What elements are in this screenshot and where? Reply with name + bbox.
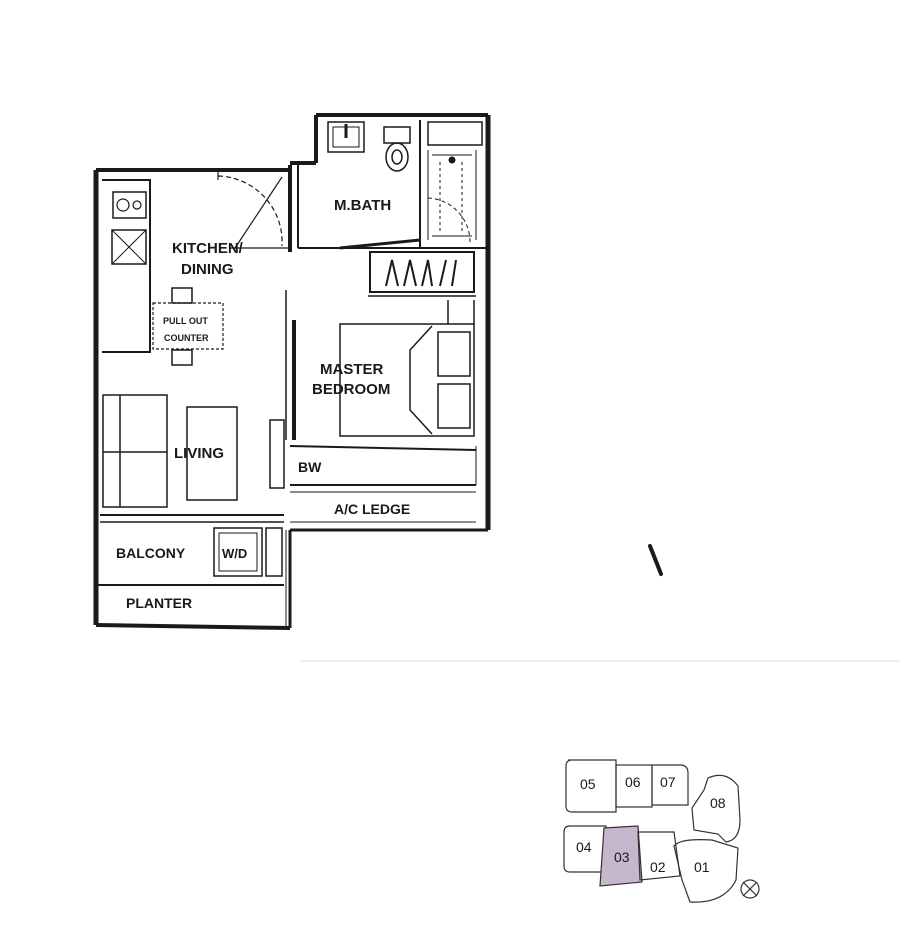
room-label-bw: BW [298, 459, 322, 475]
north-arrow-icon [740, 879, 760, 899]
key-unit-06: 06 [625, 774, 641, 790]
key-unit-01-shape [673, 839, 739, 903]
room-label-kitchen-2: DINING [181, 261, 234, 278]
room-label-ac-ledge: A/C LEDGE [334, 501, 410, 517]
coffee-table-icon [186, 406, 238, 501]
key-unit-07: 07 [660, 774, 676, 790]
room-label-kitchen-1: KITCHEN/ [172, 240, 244, 257]
key-unit-08: 08 [710, 795, 726, 811]
key-unit-03: 03 [614, 849, 630, 865]
wardrobe [339, 238, 476, 297]
room-label-mbath: M.BATH [334, 197, 391, 214]
outer-walls [93, 113, 491, 630]
bw-area [289, 445, 477, 523]
key-unit-04: 04 [576, 839, 592, 855]
room-label-wd: W/D [222, 546, 247, 561]
bed-icon [339, 300, 475, 437]
room-label-master-1: MASTER [320, 361, 384, 378]
sliding-partition [269, 290, 296, 489]
key-unit-01: 01 [694, 859, 710, 875]
pull-out-counter [152, 287, 224, 366]
washer-dryer-icon [213, 527, 283, 577]
bath-walls [297, 120, 488, 249]
balcony-door [100, 514, 284, 523]
key-unit-08-shape [691, 774, 741, 843]
counter-label-2: COUNTER [164, 333, 209, 343]
key-unit-04-shape [563, 825, 607, 873]
sofa-icon [102, 394, 168, 508]
counter-label-1: PULL OUT [163, 316, 208, 326]
key-plan [563, 759, 760, 903]
sink-icon [327, 121, 365, 153]
key-unit-05-shape [565, 759, 617, 813]
kitchen-door [217, 172, 290, 249]
room-label-living: LIVING [174, 445, 224, 462]
key-unit-05: 05 [580, 776, 596, 792]
key-unit-07-shape [651, 764, 689, 806]
shower-icon [427, 154, 472, 243]
kitchen-counter [102, 179, 151, 353]
room-label-planter: PLANTER [126, 595, 192, 611]
room-label-balcony: BALCONY [116, 545, 186, 561]
toilet-icon [383, 126, 411, 172]
key-unit-03-shape [599, 825, 643, 887]
key-unit-02: 02 [650, 859, 666, 875]
stray-mark [648, 544, 663, 576]
key-unit-02-shape [637, 831, 681, 881]
room-labels: M.BATH KITCHEN/ DINING PULL OUT COUNTER … [116, 197, 410, 611]
key-plan-labels: 05 06 07 08 04 03 02 01 [576, 774, 726, 875]
room-label-master-2: BEDROOM [312, 381, 390, 398]
floor-plan [93, 113, 491, 630]
